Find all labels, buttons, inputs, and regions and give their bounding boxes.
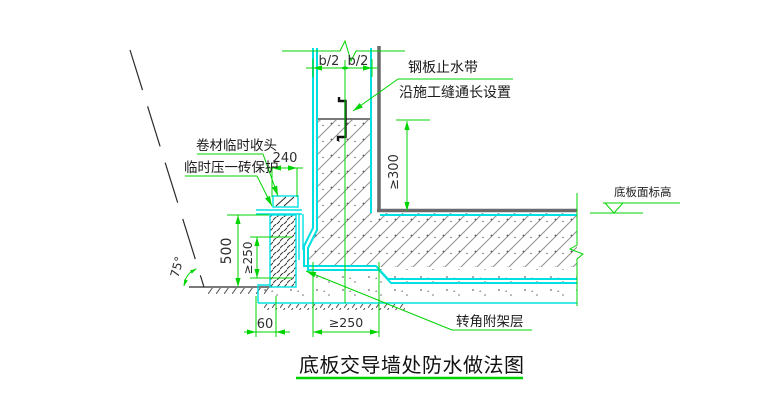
waterstop-label-line2: 沿施工缝通长设置 — [399, 85, 511, 101]
dimension-ge250-left: ≥250 — [241, 236, 292, 279]
dim-ge250-left-label: ≥250 — [241, 242, 255, 275]
waterstop-label: 钢板止水带 沿施工缝通长设置 — [352, 60, 513, 112]
protection-brick-wall — [269, 214, 297, 288]
slab-elevation-symbol: 底板面标高 — [590, 185, 680, 214]
membrane-head-text: 卷材临时收头 — [196, 138, 277, 154]
dim-b2-left-label: b/2 — [319, 54, 340, 69]
temporary-protection-brick — [272, 195, 299, 208]
dim-500-label: 500 — [219, 238, 235, 265]
membrane-head-label: 卷材临时收头 — [196, 138, 279, 197]
dim-240-label: 240 — [273, 151, 298, 166]
top-break-line — [282, 39, 405, 63]
dim-ge250-bottom-label: ≥250 — [329, 315, 363, 330]
dimension-b2: b/2 b/2 — [306, 54, 378, 77]
drawing-title: 底板交导墙处防水做法图 — [299, 353, 525, 377]
excavation-slope-line — [129, 49, 205, 288]
cushion-dots-layer — [260, 269, 577, 301]
waterstop-label-line1: 钢板止水带 — [408, 60, 478, 76]
drawing-title-block: 底板交导墙处防水做法图 — [296, 353, 525, 380]
brick-protection-label: 临时压一砖保护 — [184, 160, 279, 207]
slab-elevation-label: 底板面标高 — [614, 185, 672, 199]
dimension-ge300: ≥300 — [387, 119, 430, 211]
dim-60-label: 60 — [257, 317, 274, 332]
right-break-line — [568, 193, 584, 306]
dim-ge300-label: ≥300 — [387, 154, 402, 190]
membrane-lines — [256, 48, 577, 304]
corner-layer-text: 转角附架层 — [456, 314, 524, 330]
brick-protection-text: 临时压一砖保护 — [184, 160, 279, 176]
dimension-60: 60 — [244, 296, 290, 337]
dim-b2-right-label: b/2 — [348, 54, 369, 69]
corner-layer-label: 转角附架层 — [305, 270, 532, 331]
dimension-ge250-bottom: ≥250 — [312, 262, 380, 337]
concrete-wall-and-slab-hatch — [309, 120, 577, 267]
dimension-500: 500 — [219, 214, 269, 287]
dim-75-label: 75° — [168, 255, 187, 279]
earth-hatch — [205, 288, 405, 310]
slope-angle: 75° — [168, 255, 197, 287]
dimension-240: 240 — [266, 151, 303, 197]
